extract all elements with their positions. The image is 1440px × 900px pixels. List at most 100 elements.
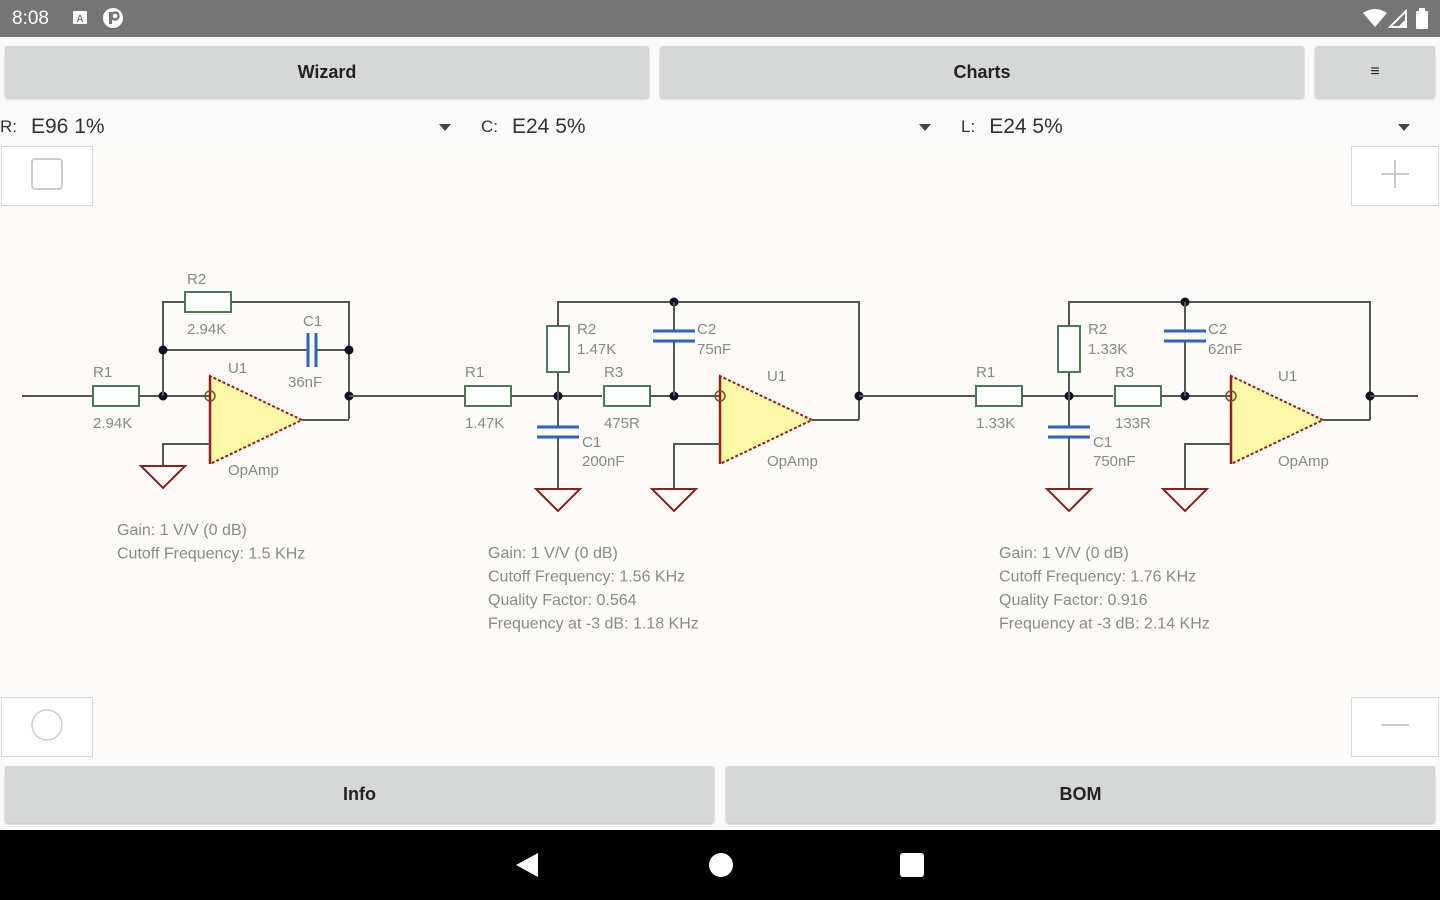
- wire: [162, 443, 210, 466]
- resistor-body: [1114, 385, 1162, 407]
- c2-label: C2: [1208, 321, 1227, 338]
- ground-symbol: [1160, 488, 1210, 513]
- menu-button[interactable]: ≡: [1315, 46, 1435, 98]
- wire: [231, 301, 350, 419]
- capacitor-series-spinner[interactable]: C: E24 5%: [481, 110, 941, 144]
- signal-icon: [1387, 8, 1408, 34]
- c1-label: C1: [303, 313, 322, 330]
- r2-label: R2: [1088, 321, 1107, 338]
- c1-label: C1: [1093, 434, 1112, 451]
- r3-label: R3: [604, 364, 623, 381]
- r2-value: 2.94K: [187, 321, 226, 338]
- r1-value: 1.47K: [465, 415, 504, 432]
- zoom-out-button[interactable]: [1351, 697, 1439, 757]
- c1-value: 750nF: [1093, 453, 1136, 470]
- capacitor-series-label: C:: [481, 117, 498, 136]
- zoom-in-button[interactable]: [1351, 146, 1439, 206]
- circle-icon: [30, 708, 64, 747]
- opamp-input-marker: [714, 390, 726, 402]
- wire: [1184, 443, 1231, 489]
- u1-value: OpAmp: [228, 462, 279, 479]
- ground-symbol: [1044, 488, 1094, 513]
- wire: [673, 443, 720, 489]
- square-icon: [30, 157, 64, 196]
- opamp-input-marker: [1225, 390, 1237, 402]
- stage-info-line: Frequency at -3 dB: 2.14 KHz: [999, 616, 1210, 633]
- svg-text:A: A: [76, 14, 83, 25]
- r1-label: R1: [976, 364, 995, 381]
- bom-button[interactable]: BOM: [726, 766, 1435, 823]
- wizard-button[interactable]: Wizard: [5, 46, 649, 98]
- opamp-symbol: [719, 374, 815, 466]
- resistor-series-label: R:: [0, 117, 17, 136]
- wire: [557, 301, 860, 420]
- chevron-down-icon: [1398, 124, 1410, 131]
- circle-tool-button[interactable]: [1, 697, 93, 757]
- chevron-down-icon: [919, 124, 931, 131]
- r3-value: 133R: [1115, 415, 1151, 432]
- resistor-body: [603, 385, 651, 407]
- opamp-input-marker: [204, 390, 216, 402]
- c1-value: 200nF: [582, 453, 625, 470]
- r2-value: 1.47K: [577, 341, 616, 358]
- r1-label: R1: [93, 364, 112, 381]
- status-bar: 8:08 A: [0, 0, 1440, 37]
- select-tool-button[interactable]: [1, 146, 93, 206]
- notification-a-icon: A: [72, 9, 89, 31]
- ground-symbol: [533, 488, 583, 513]
- notification-p-icon: [102, 7, 124, 34]
- r1-value: 1.33K: [976, 415, 1015, 432]
- resistor-body: [1057, 325, 1081, 373]
- system-nav-bar: [0, 830, 1440, 900]
- u1-value: OpAmp: [1278, 453, 1329, 470]
- resistor-series-spinner[interactable]: R: E96 1%: [0, 110, 460, 144]
- c1-label: C1: [582, 434, 601, 451]
- chevron-down-icon: [439, 124, 451, 131]
- home-icon[interactable]: [708, 852, 734, 883]
- r3-label: R3: [1115, 364, 1134, 381]
- r3-value: 475R: [604, 415, 640, 432]
- c1-value: 36nF: [288, 374, 322, 391]
- info-button[interactable]: Info: [5, 766, 714, 823]
- ground-symbol: [649, 488, 699, 513]
- stage-info-line: Quality Factor: 0.564: [488, 592, 637, 609]
- resistor-body: [546, 325, 570, 373]
- stage-info-line: Cutoff Frequency: 1.76 KHz: [999, 569, 1196, 586]
- u1-label: U1: [1278, 368, 1297, 385]
- inductor-series-label: L:: [961, 117, 976, 136]
- resistor-body: [184, 291, 232, 313]
- opamp-symbol: [209, 374, 305, 466]
- resistor-body: [92, 385, 140, 407]
- stage-info-line: Frequency at -3 dB: 1.18 KHz: [488, 616, 699, 633]
- c2-value: 75nF: [697, 341, 731, 358]
- stage-info-line: Cutoff Frequency: 1.5 KHz: [117, 546, 305, 563]
- r2-label: R2: [577, 321, 596, 338]
- r2-value: 1.33K: [1088, 341, 1127, 358]
- bottom-toolbar: Info BOM: [0, 763, 1440, 830]
- u1-value: OpAmp: [767, 453, 818, 470]
- recents-icon[interactable]: [899, 852, 925, 883]
- r1-value: 2.94K: [93, 415, 132, 432]
- u1-label: U1: [767, 368, 786, 385]
- r2-label: R2: [187, 271, 206, 288]
- c2-value: 62nF: [1208, 341, 1242, 358]
- back-icon[interactable]: [514, 852, 540, 883]
- ground-symbol: [138, 465, 188, 490]
- junction-dot: [158, 345, 168, 355]
- status-time: 8:08: [12, 8, 49, 29]
- inductor-series-spinner[interactable]: L: E24 5%: [961, 110, 1421, 144]
- wire: [1068, 301, 1371, 420]
- stage-info-line: Cutoff Frequency: 1.56 KHz: [488, 569, 685, 586]
- r1-label: R1: [465, 364, 484, 381]
- capacitor-series-value: E24 5%: [512, 115, 586, 138]
- inductor-series-value: E24 5%: [989, 115, 1063, 138]
- c2-label: C2: [697, 321, 716, 338]
- stage-info-line: Gain: 1 V/V (0 dB): [488, 545, 618, 562]
- stage-info-line: Gain: 1 V/V (0 dB): [117, 522, 247, 539]
- charts-button[interactable]: Charts: [660, 46, 1304, 98]
- plus-icon: [1379, 158, 1411, 195]
